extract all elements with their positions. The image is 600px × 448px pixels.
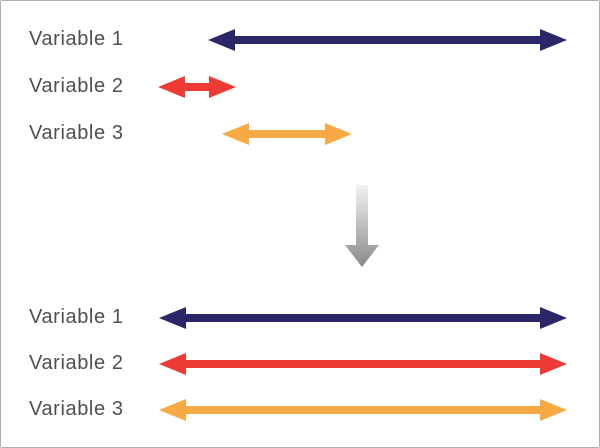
transform-down-arrow-icon <box>345 185 379 267</box>
label-top-variable-3: Variable 3 <box>29 122 124 145</box>
range-arrow-bottom-2 <box>159 353 567 375</box>
label-bottom-variable-1: Variable 1 <box>29 306 124 329</box>
label-top-variable-1: Variable 1 <box>29 28 124 51</box>
label-top-variable-2: Variable 2 <box>29 75 124 98</box>
range-arrow-top-3 <box>222 123 352 145</box>
label-bottom-variable-3: Variable 3 <box>29 398 124 421</box>
range-arrow-top-1 <box>208 29 567 51</box>
range-arrow-top-2 <box>158 76 236 98</box>
range-arrow-bottom-3 <box>159 399 567 421</box>
label-bottom-variable-2: Variable 2 <box>29 352 124 375</box>
range-arrow-bottom-1 <box>159 307 567 329</box>
